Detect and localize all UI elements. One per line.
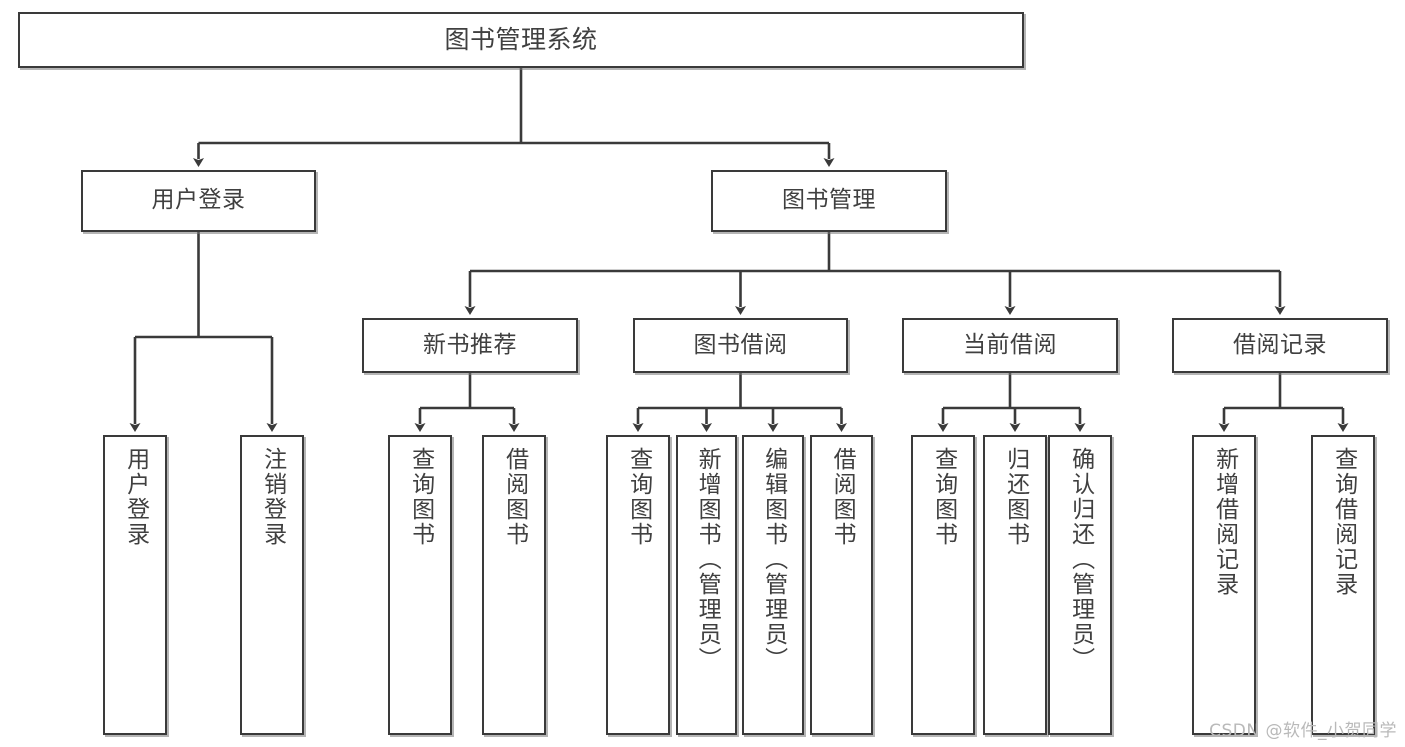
node-label: 归还图书 <box>1002 447 1029 547</box>
node-leaf-5-1[interactable]: 新增借阅记录 <box>1192 435 1256 735</box>
node-login[interactable]: 用户登录 <box>81 170 316 232</box>
node-label: 查询借阅记录 <box>1330 447 1357 597</box>
node-leaf-1-1[interactable]: 用户登录 <box>103 435 167 735</box>
node-label: 注销登录 <box>259 447 286 547</box>
node-label: 图书借阅 <box>693 331 788 358</box>
node-root[interactable]: 图书管理系统 <box>18 12 1024 68</box>
node-label: 新增图书（管理员） <box>694 447 721 672</box>
node-label: 用户登录 <box>151 187 246 214</box>
node-leaf-4-2[interactable]: 归还图书 <box>983 435 1047 735</box>
node-borrow[interactable]: 图书借阅 <box>633 318 848 373</box>
node-label: 借阅图书 <box>501 447 528 547</box>
node-label: 当前借阅 <box>963 331 1057 358</box>
node-label: 新增借阅记录 <box>1211 447 1238 597</box>
edge-layer <box>129 68 1349 432</box>
node-label: 编辑图书（管理员） <box>760 447 787 672</box>
node-label: 借阅图书 <box>829 447 856 547</box>
node-label: 查询图书 <box>625 447 652 547</box>
node-leaf-1-2[interactable]: 注销登录 <box>240 435 304 735</box>
node-label: 借阅记录 <box>1233 331 1327 358</box>
node-current[interactable]: 当前借阅 <box>902 318 1118 373</box>
node-leaf-2-1[interactable]: 查询图书 <box>388 435 452 735</box>
node-leaf-5-2[interactable]: 查询借阅记录 <box>1311 435 1375 735</box>
node-leaf-2-2[interactable]: 借阅图书 <box>482 435 546 735</box>
node-label: 图书管理 <box>782 187 876 214</box>
node-leaf-3-3[interactable]: 编辑图书（管理员） <box>742 435 804 735</box>
node-label: 确认归还（管理员） <box>1067 447 1094 672</box>
node-label: 图书管理系统 <box>444 25 598 54</box>
node-leaf-4-3[interactable]: 确认归还（管理员） <box>1048 435 1112 735</box>
node-leaf-3-2[interactable]: 新增图书（管理员） <box>676 435 737 735</box>
node-bookmgmt[interactable]: 图书管理 <box>711 170 947 232</box>
node-leaf-3-1[interactable]: 查询图书 <box>606 435 670 735</box>
node-leaf-4-1[interactable]: 查询图书 <box>911 435 975 735</box>
node-newbook[interactable]: 新书推荐 <box>362 318 578 373</box>
node-label: 新书推荐 <box>423 331 517 358</box>
node-label: 查询图书 <box>407 447 434 547</box>
node-label: 查询图书 <box>930 447 957 547</box>
node-records[interactable]: 借阅记录 <box>1172 318 1388 373</box>
node-label: 用户登录 <box>122 447 149 547</box>
node-leaf-3-4[interactable]: 借阅图书 <box>810 435 873 735</box>
